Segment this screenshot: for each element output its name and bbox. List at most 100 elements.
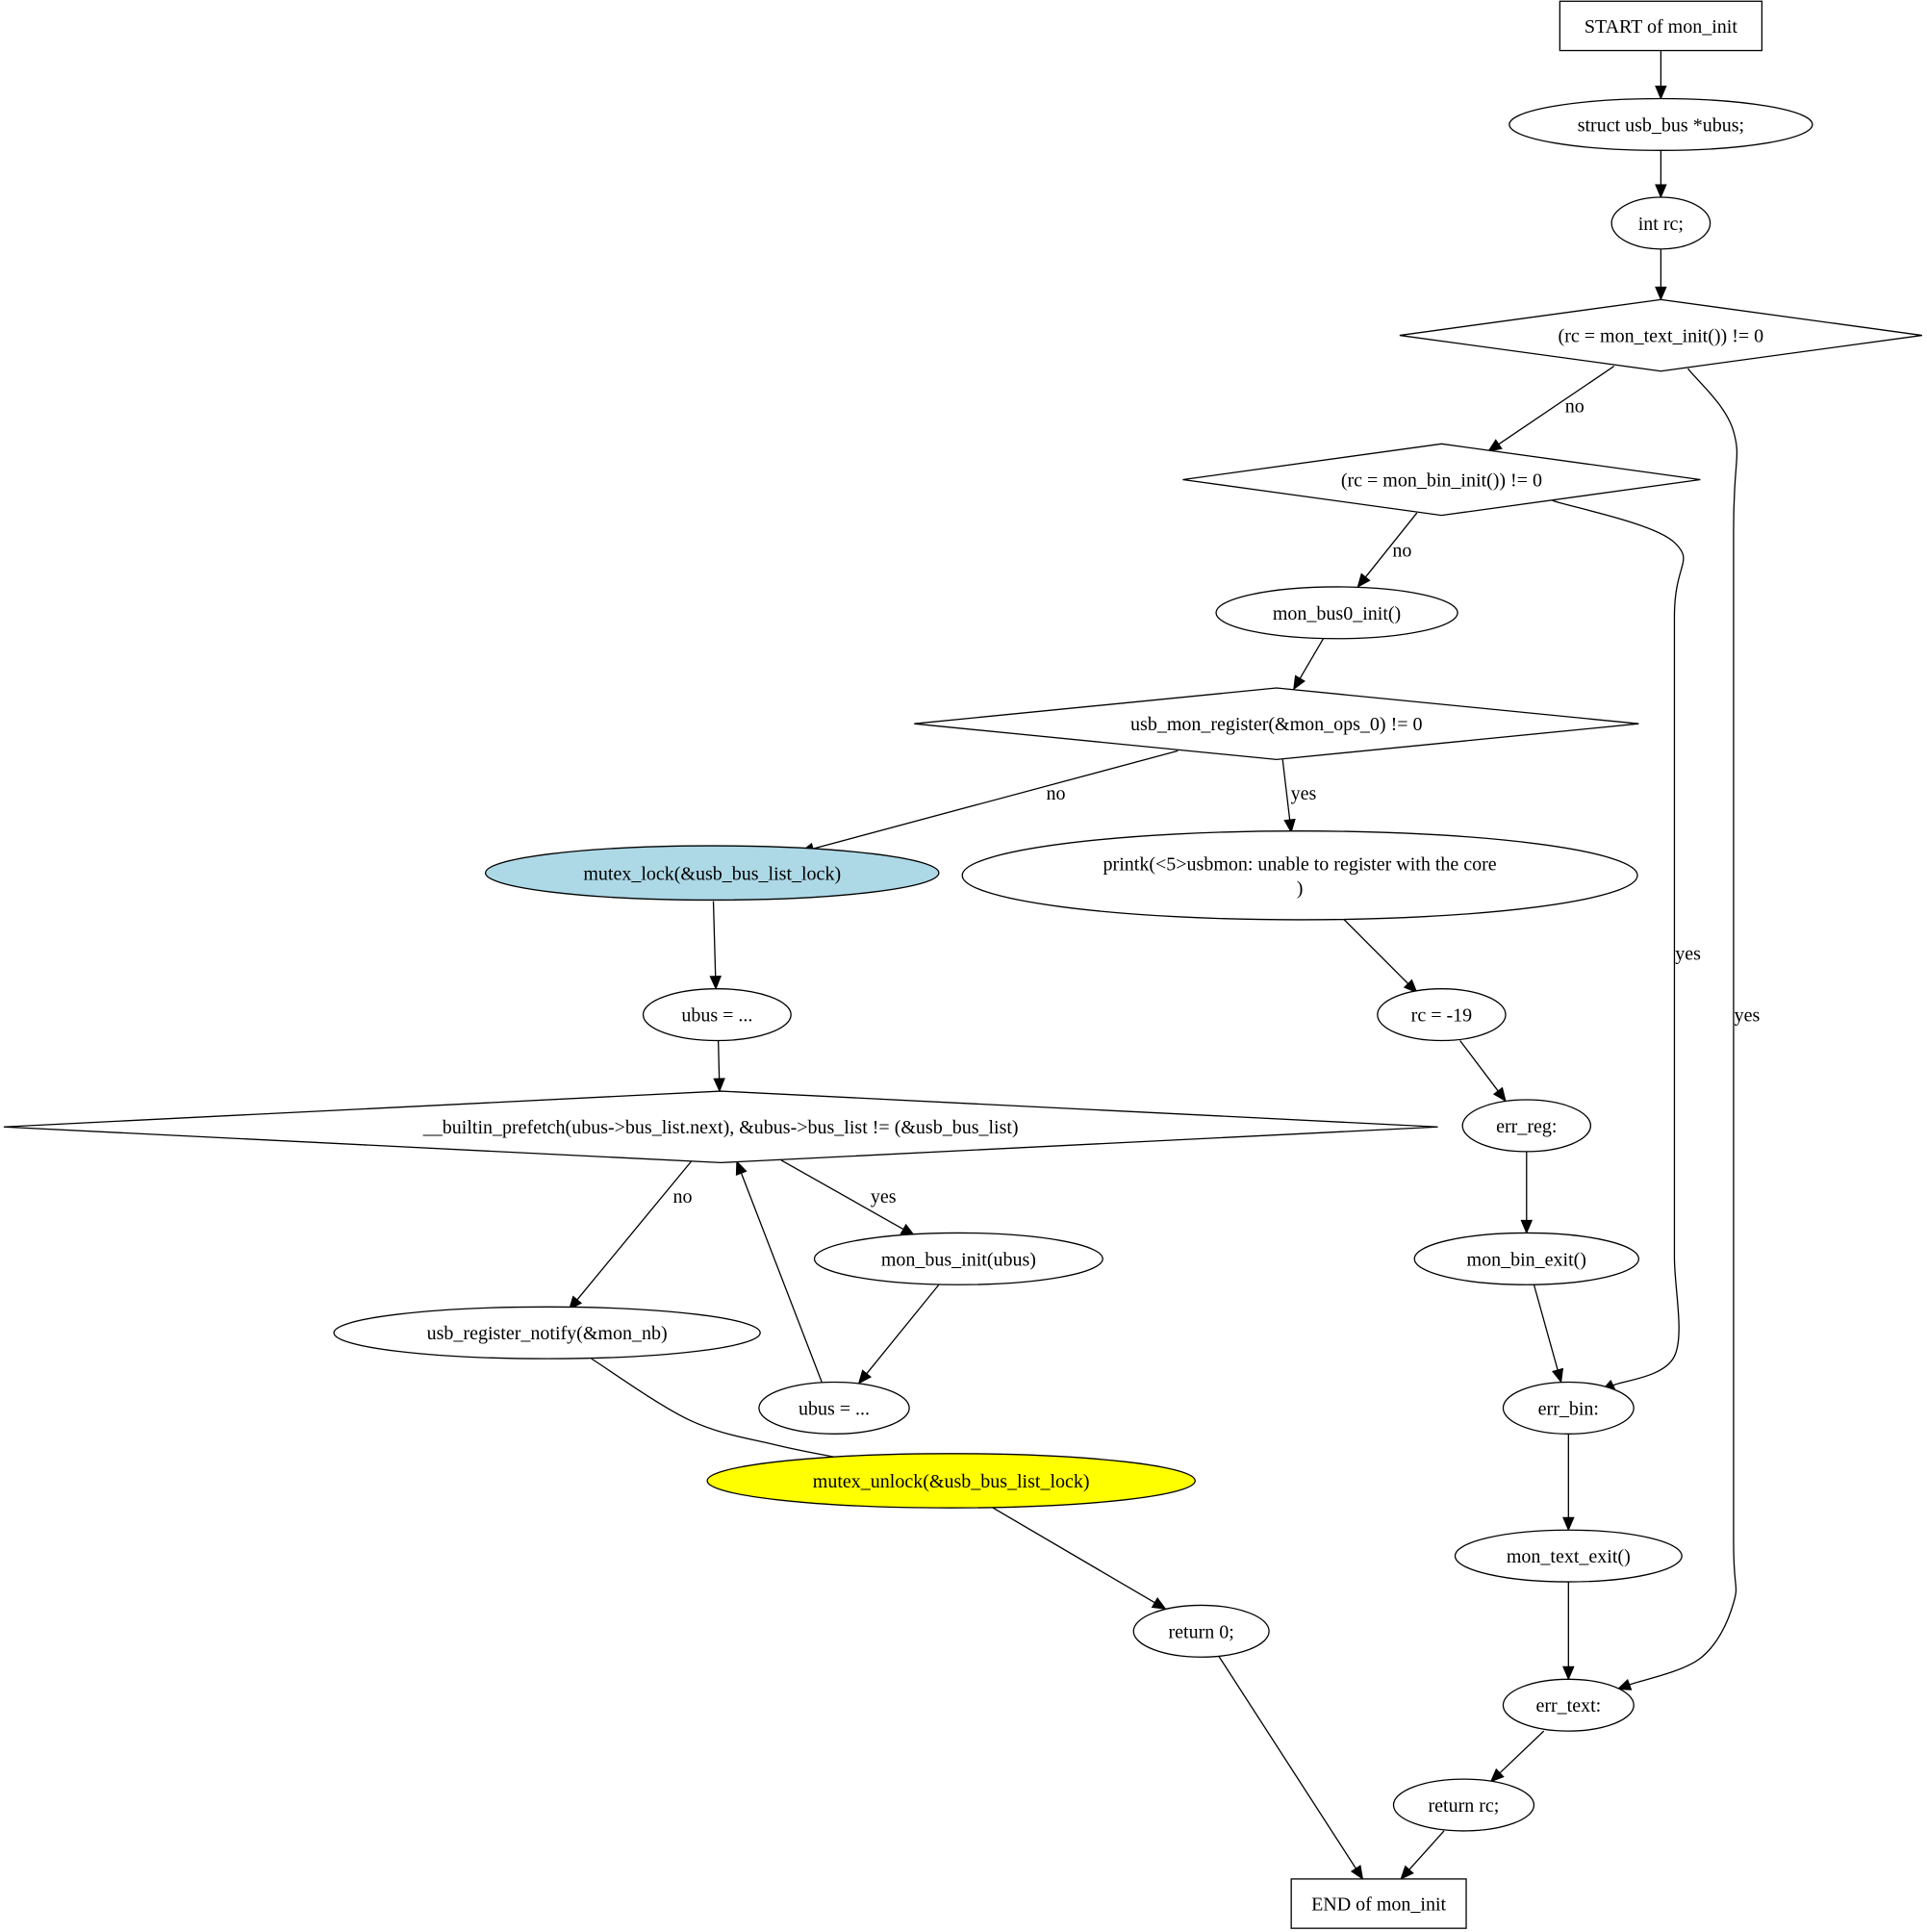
decision-diamond (914, 687, 1639, 761)
node-label: __builtin_prefetch(ubus->bus_list.next),… (422, 1117, 1019, 1138)
terminal-box (1559, 0, 1763, 52)
edge-text_init-to-err_text: yes (1616, 368, 1761, 1690)
edge-bin_exit-to-err_bin (1533, 1284, 1564, 1384)
edge-line (1281, 759, 1291, 821)
node-err_reg: err_reg: (1461, 1099, 1592, 1153)
arrowhead (709, 976, 722, 990)
edge-ubus_assign2-to-prefetch (735, 1159, 823, 1383)
arrowhead (1551, 1367, 1564, 1384)
node-start: START of mon_init (1559, 0, 1763, 52)
node-end: END of mon_init (1290, 1878, 1467, 1929)
edge-prefetch-to-notify: no (568, 1160, 693, 1310)
node-prefetch: __builtin_prefetch(ubus->bus_list.next),… (3, 1090, 1438, 1164)
edge-line (1552, 499, 1685, 1386)
statement-ellipse (642, 988, 792, 1042)
node-return_rc: return rc; (1392, 1778, 1535, 1832)
statement-ellipse (484, 845, 940, 902)
edge-line (740, 1173, 823, 1383)
node-label: mon_bus_init(ubus) (881, 1249, 1036, 1270)
edge-line (1533, 1284, 1559, 1371)
node-label: int rc; (1638, 214, 1684, 235)
node-label: ) (1297, 877, 1304, 899)
statement-ellipse (813, 1232, 1103, 1285)
arrowhead (1655, 86, 1667, 100)
node-label: err_reg: (1496, 1116, 1557, 1137)
edge-printk-to-rc_neg19 (1342, 918, 1418, 994)
edge-label-no: no (673, 1186, 693, 1208)
edge-return0-to-end (1218, 1655, 1364, 1880)
edge-err_text-to-return_rc (1489, 1730, 1545, 1783)
node-bin_exit: mon_bin_exit() (1413, 1232, 1639, 1285)
node-printk: printk(<5>usbmon: unable to register wit… (961, 830, 1638, 921)
edge-start-to-ubus_decl (1655, 50, 1667, 100)
arrowhead (1562, 1665, 1575, 1681)
edge-ubus_assign1-to-prefetch (713, 1040, 725, 1093)
node-text_init: (rc = mon_text_init()) != 0 (1399, 298, 1922, 372)
node-return0: return 0; (1132, 1604, 1270, 1658)
statement-ellipse (1509, 97, 1813, 151)
edge-mutex_lock-to-ubus_assign1 (709, 901, 722, 990)
statement-ellipse (1461, 1099, 1592, 1153)
edge-line (717, 1040, 721, 1080)
statement-ellipse (333, 1306, 761, 1360)
edge-rc_decl-to-text_init (1655, 248, 1667, 301)
node-label: err_bin: (1538, 1398, 1599, 1419)
edge-label-yes: yes (1675, 944, 1701, 965)
node-label: return rc; (1429, 1795, 1500, 1817)
node-mutex_unlock: mutex_unlock(&usb_bus_list_lock) (706, 1453, 1196, 1509)
edge-label-no: no (1047, 783, 1066, 804)
decision-diamond (1182, 443, 1701, 517)
statement-ellipse (706, 1453, 1196, 1509)
arrowhead (1487, 439, 1503, 452)
edge-label-yes: yes (871, 1186, 897, 1208)
node-label: rc = -19 (1411, 1005, 1472, 1027)
node-text_exit: mon_text_exit() (1454, 1529, 1683, 1583)
arrowhead (1403, 979, 1418, 994)
statement-ellipse (1132, 1604, 1270, 1658)
node-register: usb_mon_register(&mon_ops_0) != 0 (914, 687, 1639, 761)
node-label: printk(<5>usbmon: unable to register wit… (1103, 853, 1497, 875)
node-mutex_lock: mutex_lock(&usb_bus_list_lock) (484, 845, 940, 902)
edge-mutex_unlock-to-return0 (992, 1507, 1167, 1610)
edge-prefetch-to-bus_init: yes (780, 1159, 916, 1236)
node-label: mutex_lock(&usb_bus_list_lock) (583, 863, 841, 884)
statement-ellipse (961, 830, 1638, 921)
arrowhead (1562, 1516, 1575, 1532)
edge-err_bin-to-text_exit (1562, 1434, 1575, 1532)
node-label: ubus = ... (799, 1398, 870, 1419)
edge-line (866, 1284, 940, 1375)
statement-ellipse (1392, 1778, 1535, 1832)
arrowhead (568, 1295, 583, 1310)
statement-ellipse (1502, 1678, 1635, 1732)
decision-diamond (3, 1090, 1438, 1164)
node-label: END of mon_init (1311, 1894, 1446, 1916)
arrowhead (1400, 1865, 1414, 1880)
edge-line (1408, 1830, 1445, 1870)
node-label: return 0; (1169, 1621, 1234, 1642)
arrowhead (1283, 818, 1296, 834)
node-ubus_assign1: ubus = ... (642, 988, 792, 1042)
terminal-box (1290, 1878, 1467, 1929)
edge-bin_init-to-err_bin: yes (1552, 499, 1701, 1392)
node-label: ubus = ... (681, 1005, 752, 1027)
edge-bin_init-to-bus0_init: no (1357, 512, 1418, 588)
node-label: err_text: (1535, 1695, 1601, 1716)
node-rc_decl: int rc; (1610, 196, 1711, 250)
node-ubus_decl: struct usb_bus *ubus; (1509, 97, 1813, 151)
arrowhead (857, 1369, 873, 1385)
arrowhead (1350, 1865, 1364, 1880)
edge-line (992, 1507, 1155, 1604)
edge-line (1342, 918, 1409, 984)
edge-label-yes: yes (1735, 1005, 1761, 1027)
node-label: struct usb_bus *ubus; (1578, 114, 1744, 136)
edge-line (1459, 1040, 1499, 1092)
edge-line (812, 750, 1179, 850)
edge-line (1299, 638, 1325, 679)
edge-line (1364, 512, 1418, 578)
edge-rc_neg19-to-err_reg (1459, 1040, 1507, 1103)
edge-line (780, 1159, 904, 1231)
statement-ellipse (758, 1381, 910, 1435)
edge-bus0_init-to-register (1293, 638, 1325, 691)
